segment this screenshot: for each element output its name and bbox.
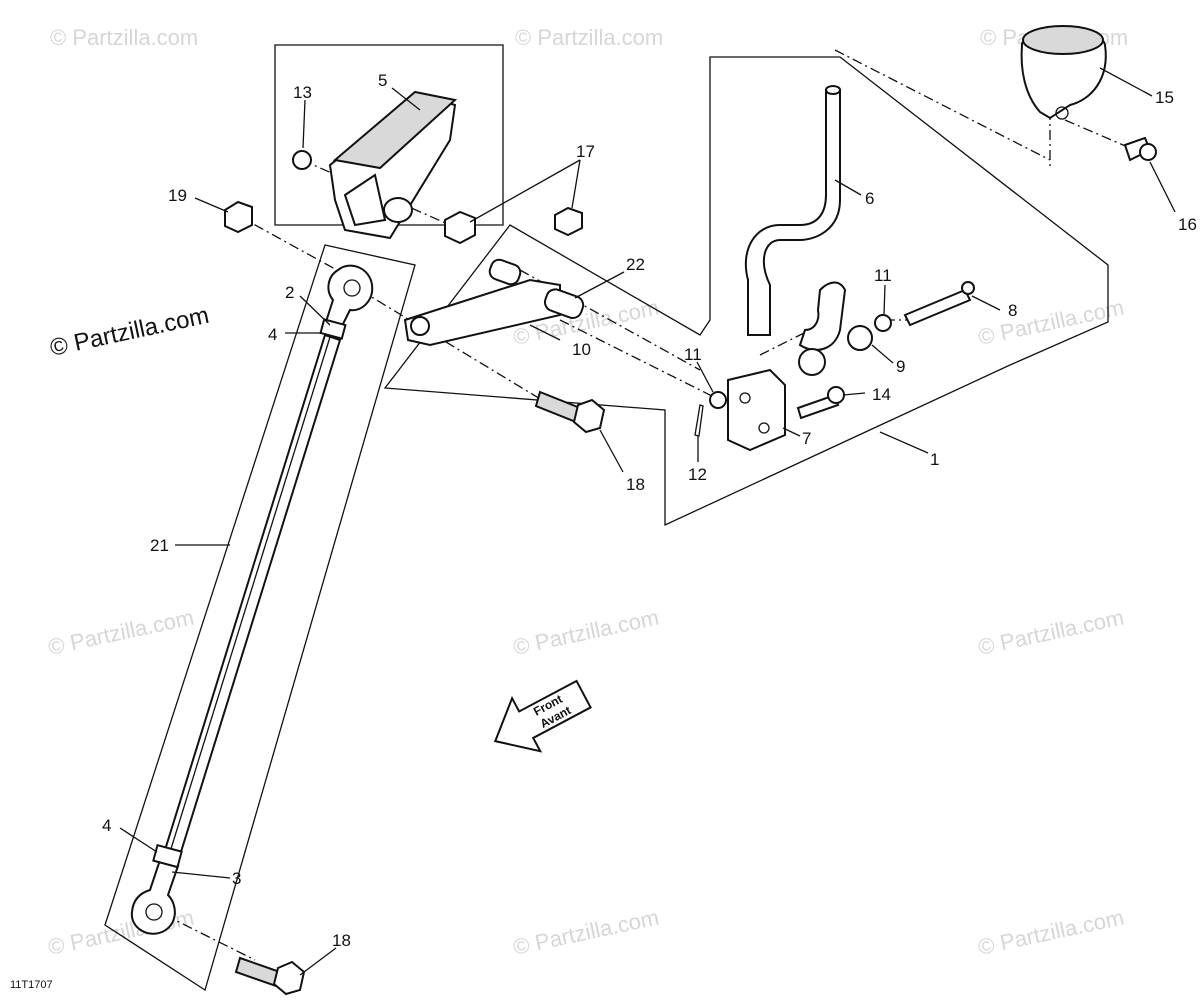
watermark: © Partzilla.com — [976, 295, 1126, 350]
shift-assembly-frame — [383, 56, 1109, 527]
part-18-bolt-lower[interactable] — [234, 956, 306, 996]
part-4-sleeve-lower[interactable] — [152, 843, 183, 869]
callout-11: 11 — [684, 345, 702, 364]
callout-13: 13 — [293, 83, 312, 102]
callout-labels: 1 2 3 4 4 5 6 7 8 9 10 11 11 12 13 14 15… — [102, 71, 1197, 950]
part-5-bracket[interactable] — [328, 90, 458, 240]
callout-15: 15 — [1155, 88, 1174, 107]
part-12-cotter-pin[interactable] — [694, 404, 704, 437]
watermark: © Partzilla.com — [976, 905, 1126, 960]
part-15-shift-knob[interactable] — [1020, 25, 1107, 120]
callout-9: 9 — [896, 357, 905, 376]
callout-5: 5 — [378, 71, 387, 90]
part-8-bolt[interactable] — [903, 281, 975, 327]
watermark: © Partzilla.com — [976, 605, 1126, 660]
callout-12: 12 — [688, 465, 707, 484]
watermark: © Partzilla.com — [511, 605, 661, 660]
callout-2: 2 — [285, 283, 294, 302]
part-22-pin[interactable] — [487, 257, 585, 320]
callout-11-right: 11 — [874, 266, 892, 285]
callout-10: 10 — [572, 340, 591, 359]
part-7-pivot[interactable] — [727, 368, 786, 452]
part-9-detent-spring[interactable] — [798, 281, 873, 376]
callout-18: 18 — [626, 475, 645, 494]
drawing-reference: 11T1707 — [10, 979, 53, 991]
callout-19: 19 — [168, 186, 187, 205]
part-16-screw[interactable] — [1123, 136, 1157, 162]
callout-4-lower: 4 — [102, 816, 111, 835]
watermark: © Partzilla.com — [515, 25, 663, 50]
rod-assembly-frame — [104, 244, 416, 992]
leader-lines — [119, 67, 1176, 976]
part-17-nut[interactable] — [444, 206, 583, 245]
callout-4: 4 — [268, 325, 277, 344]
partzilla-watermark: © Partzilla.com — [48, 302, 212, 362]
part-21-rod[interactable] — [163, 333, 342, 857]
watermark: © Partzilla.com — [511, 905, 661, 960]
watermark: © Partzilla.com — [50, 25, 198, 50]
part-19-nut[interactable] — [224, 200, 253, 234]
part-2-rod-end[interactable] — [323, 264, 374, 332]
front-direction-arrow: Front Avant — [493, 679, 592, 753]
watermark-layer: © Partzilla.com © Partzilla.com © Partzi… — [46, 25, 1128, 960]
bracket-assembly-frame — [274, 44, 504, 226]
callout-22: 22 — [626, 255, 645, 274]
part-10-lever[interactable] — [403, 278, 561, 347]
part-11-washer-right[interactable] — [874, 314, 892, 332]
callout-6: 6 — [865, 189, 874, 208]
callout-21: 21 — [150, 536, 169, 555]
part-3-rod-end[interactable] — [130, 858, 180, 935]
part-6-shift-lever[interactable] — [744, 85, 841, 336]
callout-3: 3 — [232, 869, 241, 888]
callout-8: 8 — [1008, 301, 1017, 320]
part-14-bolt[interactable] — [796, 386, 845, 420]
callout-17: 17 — [576, 142, 595, 161]
callout-16: 16 — [1178, 215, 1197, 234]
part-13-clip[interactable] — [292, 150, 312, 170]
callout-1: 1 — [930, 450, 939, 469]
watermark: © Partzilla.com — [46, 605, 196, 660]
callout-18-lower: 18 — [332, 931, 351, 950]
part-4-sleeve[interactable] — [319, 318, 347, 340]
part-18-bolt[interactable] — [534, 390, 606, 434]
callout-14: 14 — [872, 385, 891, 404]
assembly-lines — [164, 49, 1131, 961]
callout-7: 7 — [802, 429, 811, 448]
part-11-washer[interactable] — [709, 391, 727, 409]
